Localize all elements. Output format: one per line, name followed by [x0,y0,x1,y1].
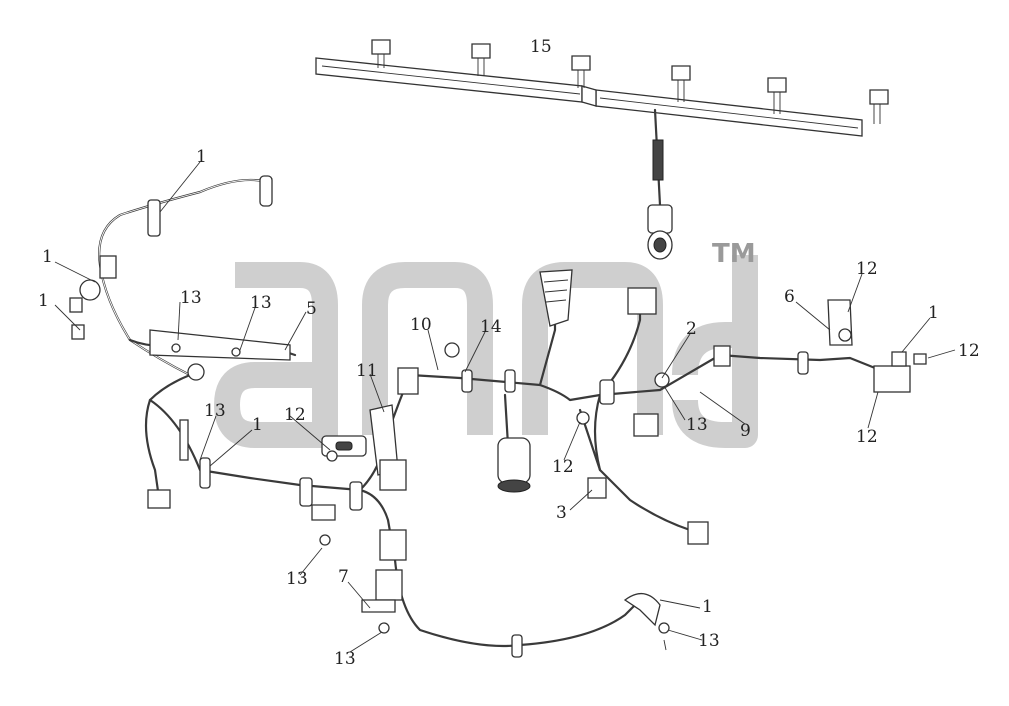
clip [379,529,407,561]
bolt [326,450,338,462]
injector-harness-rail [315,39,889,260]
bracket-3 [587,477,607,499]
bracket-7 [361,599,396,613]
bolt [654,372,670,388]
callout-9: 9 [740,421,751,441]
injector-connector [471,43,491,76]
callout-14: 14 [480,317,502,337]
bolt [319,534,331,546]
bolt [838,328,852,342]
callout-15: 15 [530,37,552,57]
callout-13: 13 [698,631,720,651]
callout-1: 1 [38,291,49,311]
trademark-text: TM [712,239,756,269]
callout-1: 1 [42,247,53,267]
callout-13: 13 [250,293,272,313]
callout-13: 13 [286,569,308,589]
injector-connector [671,65,691,102]
connector [71,324,85,340]
clip [797,351,809,375]
callout-1: 1 [928,303,939,323]
injector-connector [371,39,391,68]
callout-5: 5 [306,299,317,319]
callout-3: 3 [556,503,567,523]
end-connector [259,175,273,207]
connector [147,489,171,509]
injector-connector [767,77,787,114]
clip [511,634,523,658]
sensor [497,437,531,484]
bracket-5 [149,329,291,361]
callout-10: 10 [410,315,432,335]
clip [461,369,473,393]
connector [913,353,927,365]
callout-12: 12 [284,405,306,425]
injector-connector [869,89,889,124]
callout-6: 6 [784,287,795,307]
clip [179,419,189,461]
callout-13: 13 [334,649,356,669]
callout-13: 13 [686,415,708,435]
bolt [378,622,390,634]
clip [147,199,161,237]
connector [633,413,659,437]
round-connector [647,204,673,260]
leader-lines [54,161,956,653]
callout-1: 1 [252,415,263,435]
callout-12: 12 [856,259,878,279]
connector [891,351,907,367]
connector [99,255,117,279]
callout-2: 2 [686,319,697,339]
sensor-connector [539,269,573,327]
bracket [311,504,336,521]
callout-11: 11 [356,361,378,381]
injector-connector [571,55,591,88]
harness-components [69,175,927,658]
callout-12: 12 [958,341,980,361]
grommet [79,279,101,301]
connector [397,367,419,395]
bolt [576,411,590,425]
callout-1: 1 [702,597,713,617]
clip [349,481,363,511]
connector [379,459,407,491]
connector [69,297,83,313]
clip [504,369,516,393]
clip [599,379,615,405]
connector [713,345,731,367]
clip [199,457,211,489]
callout-12: 12 [856,427,878,447]
grommet [187,363,205,381]
connector [627,287,657,315]
callout-13: 13 [180,288,202,308]
callout-13: 13 [204,401,226,421]
clip [623,593,661,627]
callout-1: 1 [196,147,207,167]
clip [299,477,313,507]
clip [375,569,403,601]
callout-7: 7 [338,567,349,587]
watermark-logo [214,255,758,448]
callout-labels: 15 1 1 1 13 13 5 10 14 11 2 13 9 6 12 1 … [38,37,980,669]
bolt [658,622,670,634]
callout-12: 12 [552,457,574,477]
bolt [444,342,460,358]
connector [873,365,911,393]
connector [687,521,709,545]
